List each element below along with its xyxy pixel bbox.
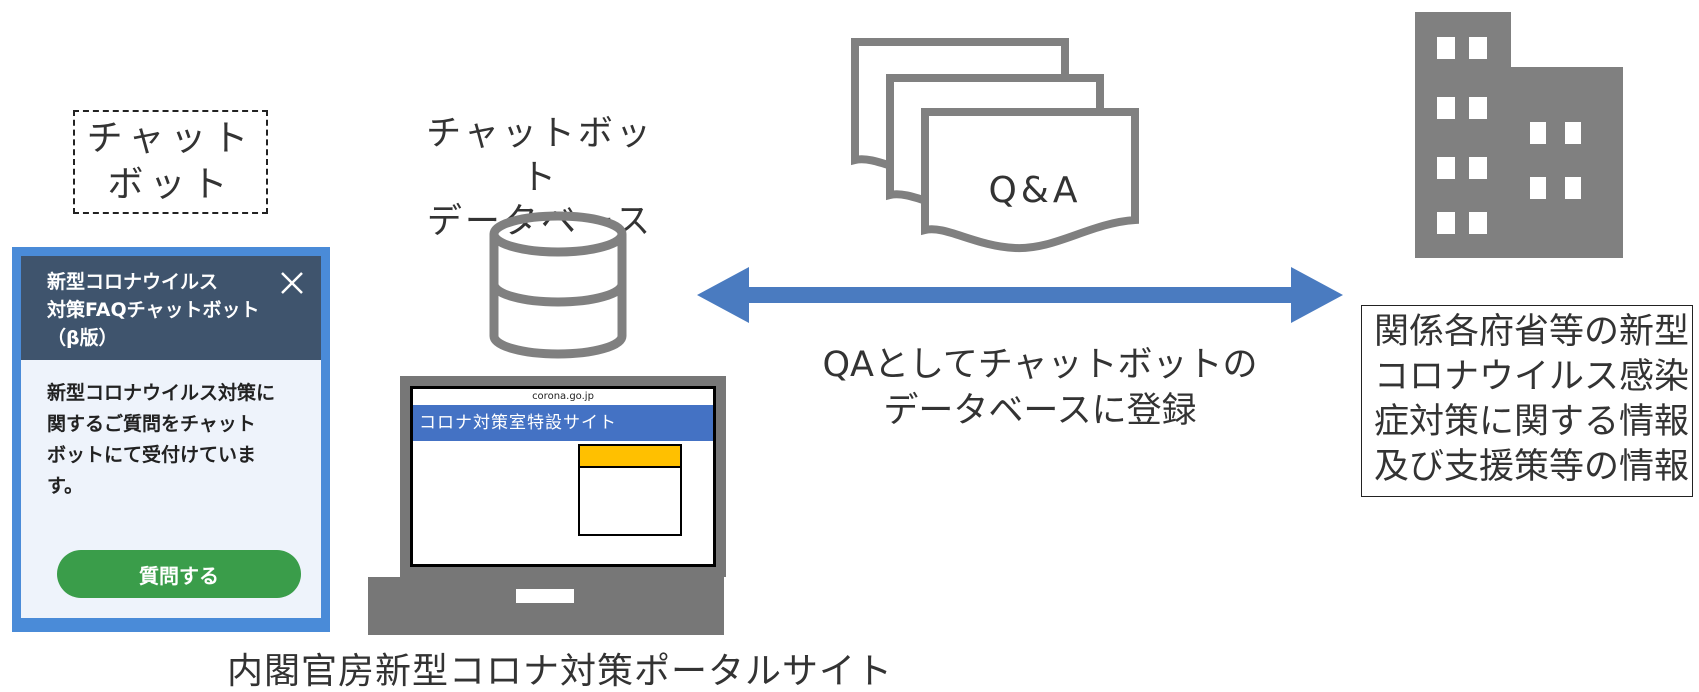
laptop-trackpad — [516, 589, 574, 603]
site-url: corona.go.jp — [532, 391, 594, 402]
chatbot-label: チャット ボット — [86, 118, 255, 205]
chat-widget: 新型コロナウイルス 対策FAQチャットボット （β版） 新型コロナウイルス対策に… — [12, 247, 330, 632]
ask-question-button[interactable]: 質問する — [57, 550, 301, 598]
qa-documents-icon: Q&A — [851, 38, 1139, 253]
database-label: チャットボット データベース — [426, 114, 654, 242]
laptop-screen: corona.go.jp コロナ対策室特設サイト — [400, 376, 726, 577]
database-icon — [489, 211, 627, 359]
ministries-info-box: 関係各府省等の新型 コロナウイルス感染 症対策に関する情報 及び支援策等の情報 — [1361, 305, 1693, 497]
laptop-base — [368, 577, 724, 635]
chat-widget-message: 新型コロナウイルス対策に 関するご質問をチャット ボットにて受付けていま す。 — [47, 382, 276, 497]
laptop-display: corona.go.jp コロナ対策室特設サイト — [410, 386, 716, 567]
site-banner: コロナ対策室特設サイト — [413, 405, 713, 441]
double-arrow-icon — [697, 267, 1343, 323]
chat-widget-title: 新型コロナウイルス 対策FAQチャットボット （β版） — [47, 271, 260, 349]
site-chat-widget — [578, 444, 682, 536]
chat-widget-body: 新型コロナウイルス 対策FAQチャットボット （β版） 新型コロナウイルス対策に… — [21, 256, 321, 618]
chatbot-label-box: チャット ボット — [73, 110, 268, 214]
register-caption: QAとしてチャットボットの データベースに登録 — [822, 345, 1258, 431]
chat-widget-header: 新型コロナウイルス 対策FAQチャットボット （β版） — [21, 256, 321, 360]
portal-site-caption: 内閣官房新型コロナ対策ポータルサイト — [226, 651, 893, 692]
close-icon[interactable] — [279, 270, 305, 296]
site-chat-widget-header — [580, 446, 680, 468]
office-building-icon — [1415, 12, 1623, 258]
portal-site-page: corona.go.jp コロナ対策室特設サイト — [413, 389, 713, 564]
qa-document-label: Q&A — [988, 170, 1081, 211]
